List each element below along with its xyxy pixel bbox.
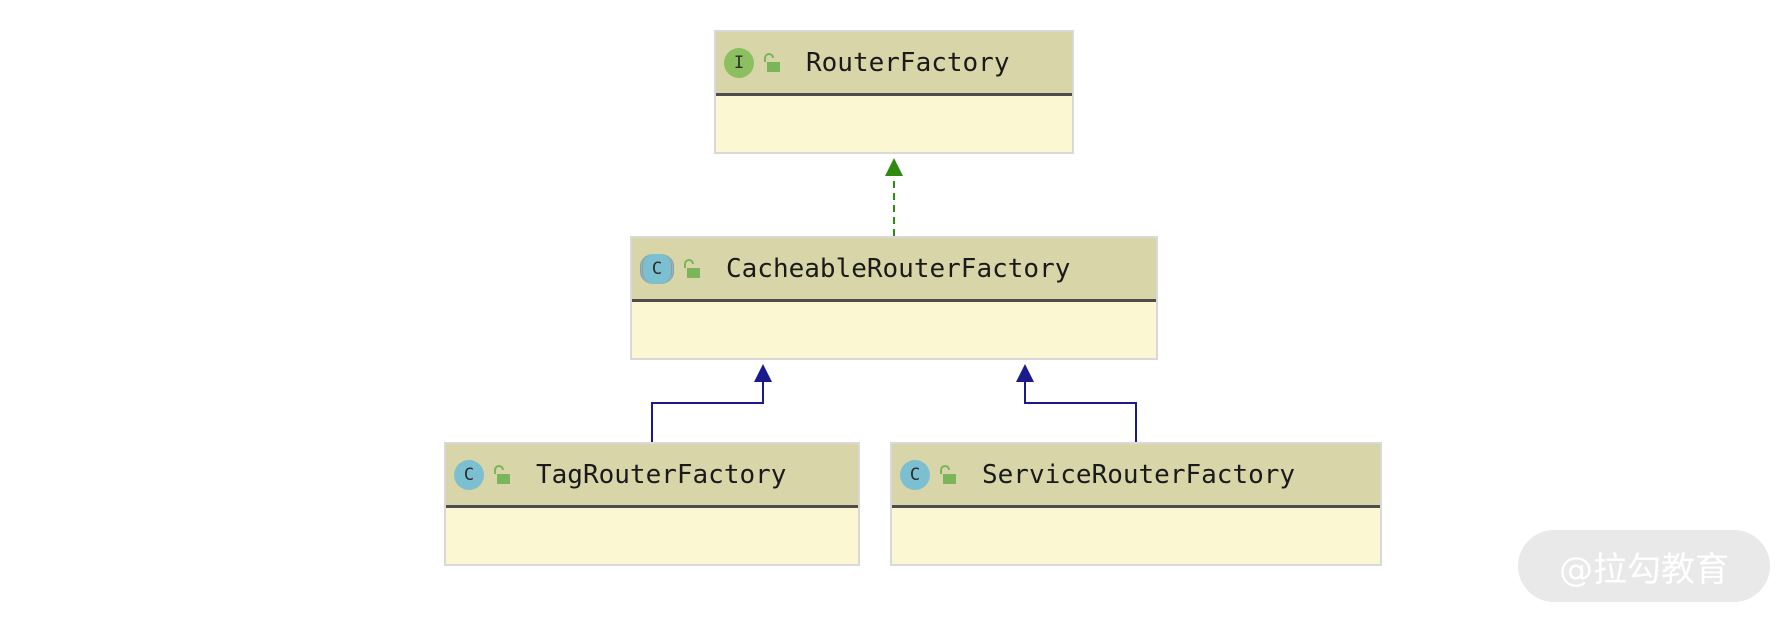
class-name: RouterFactory	[806, 47, 1010, 78]
class-box-tag-router-factory[interactable]: C TagRouterFactory	[444, 442, 860, 566]
class-box-router-factory[interactable]: I RouterFactory	[714, 30, 1074, 154]
class-name: TagRouterFactory	[536, 459, 787, 490]
class-header: C TagRouterFactory	[446, 444, 858, 508]
class-header: I RouterFactory	[716, 32, 1072, 96]
unlocked-icon	[764, 52, 780, 72]
class-members	[892, 508, 1380, 564]
class-icon: C	[454, 459, 484, 490]
interface-icon: I	[724, 47, 754, 78]
abstract-class-icon: C	[640, 253, 674, 284]
extends-arrowhead-tag	[754, 364, 772, 382]
class-members	[446, 508, 858, 564]
class-members	[632, 302, 1156, 358]
unlocked-icon	[494, 464, 510, 484]
class-name: CacheableRouterFactory	[726, 253, 1071, 284]
extends-arrowhead-service	[1016, 364, 1034, 382]
class-header: C ServiceRouterFactory	[892, 444, 1380, 508]
class-icon: C	[900, 459, 930, 490]
class-members	[716, 96, 1072, 152]
class-name: ServiceRouterFactory	[982, 459, 1296, 490]
extends-line-tag	[651, 380, 764, 442]
class-box-cacheable-router-factory[interactable]: C CacheableRouterFactory	[630, 236, 1158, 360]
unlocked-icon	[684, 258, 700, 278]
extends-line-service	[1024, 380, 1137, 442]
class-box-service-router-factory[interactable]: C ServiceRouterFactory	[890, 442, 1382, 566]
class-header: C CacheableRouterFactory	[632, 238, 1156, 302]
unlocked-icon	[940, 464, 956, 484]
implements-arrowhead	[885, 158, 903, 176]
watermark: @拉勾教育	[1518, 530, 1770, 602]
